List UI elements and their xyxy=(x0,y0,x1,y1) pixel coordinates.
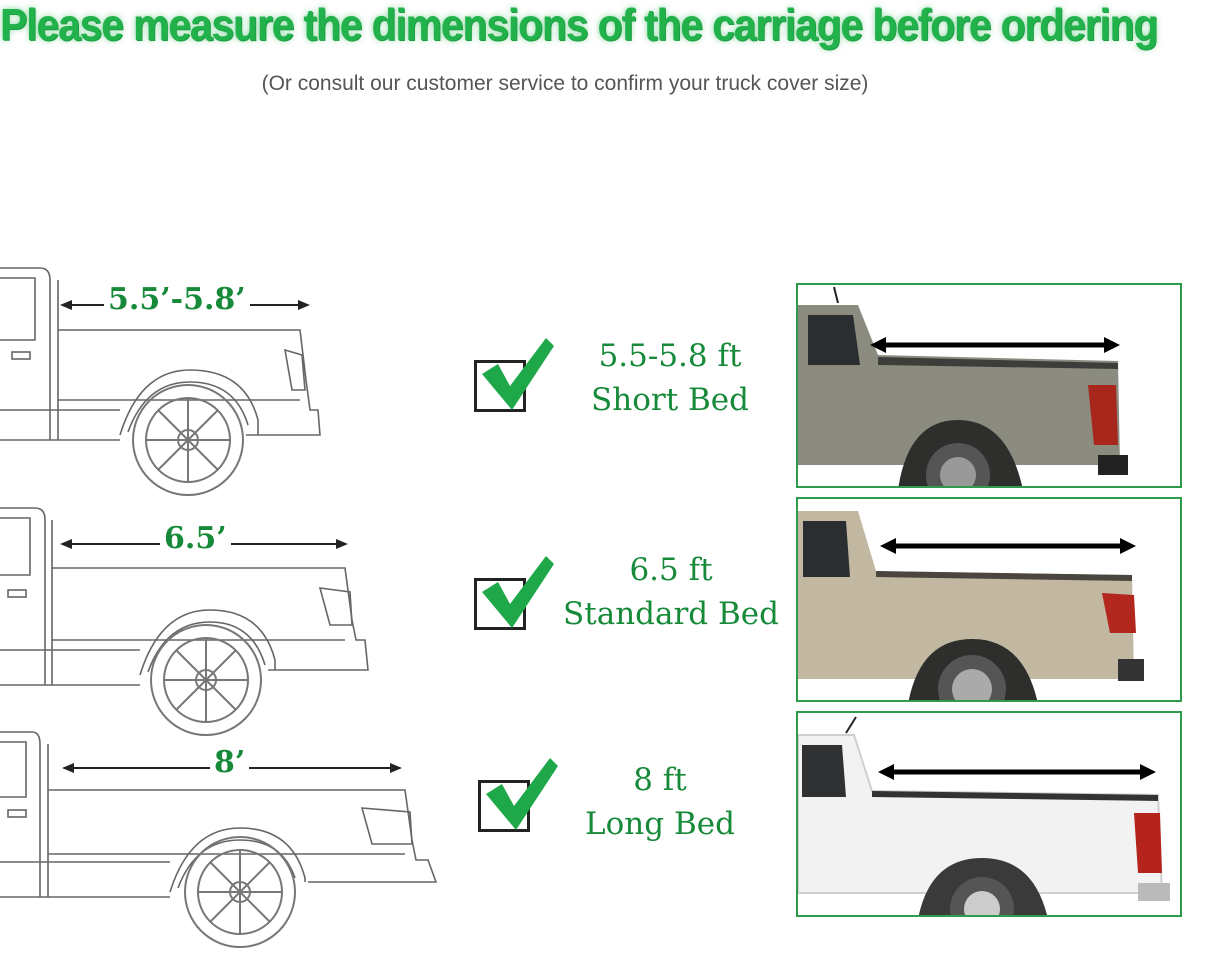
double-arrow xyxy=(880,538,1136,554)
bed-type: Short Bed xyxy=(591,382,749,418)
bed-type: Standard Bed xyxy=(563,596,779,632)
double-arrow xyxy=(870,337,1120,353)
double-arrow xyxy=(878,764,1156,780)
bed-size: 5.5-5.8 ft xyxy=(598,338,742,374)
truck-photo-short xyxy=(796,283,1182,488)
page-title: Please measure the dimensions of the car… xyxy=(0,0,1158,50)
sketch-dimension-label: 8’ xyxy=(210,745,250,780)
bed-size: 6.5 ft xyxy=(629,552,713,588)
bed-size-label: 5.5-5.8 ft Short Bed xyxy=(570,334,770,422)
truck-sketch-short-drawing xyxy=(0,267,321,496)
truck-sketch-standard-drawing xyxy=(0,507,369,736)
bed-size-label: 6.5 ft Standard Bed xyxy=(556,548,786,636)
bed-type: Long Bed xyxy=(585,806,735,842)
bed-size-label: 8 ft Long Bed xyxy=(565,758,755,846)
sketch-dimension-label: 5.5’-5.8’ xyxy=(104,282,250,317)
truck-sketch-long: 8’ xyxy=(0,722,450,952)
truck-sketch-short: 5.5’-5.8’ xyxy=(0,260,450,496)
truck-photo-standard xyxy=(796,497,1182,702)
truck-photo-long xyxy=(796,711,1182,917)
check-icon xyxy=(482,556,554,628)
check-icon xyxy=(486,758,558,830)
page-subtitle: (Or consult our customer service to conf… xyxy=(261,72,869,95)
truck-body xyxy=(798,511,1134,679)
truck-body xyxy=(798,305,1120,465)
bed-size: 8 ft xyxy=(633,762,687,798)
truck-sketch-long-drawing xyxy=(0,731,438,948)
sketch-dimension-label: 6.5’ xyxy=(160,521,231,556)
truck-sketch-standard: 6.5’ xyxy=(0,500,450,736)
check-icon xyxy=(482,338,554,410)
